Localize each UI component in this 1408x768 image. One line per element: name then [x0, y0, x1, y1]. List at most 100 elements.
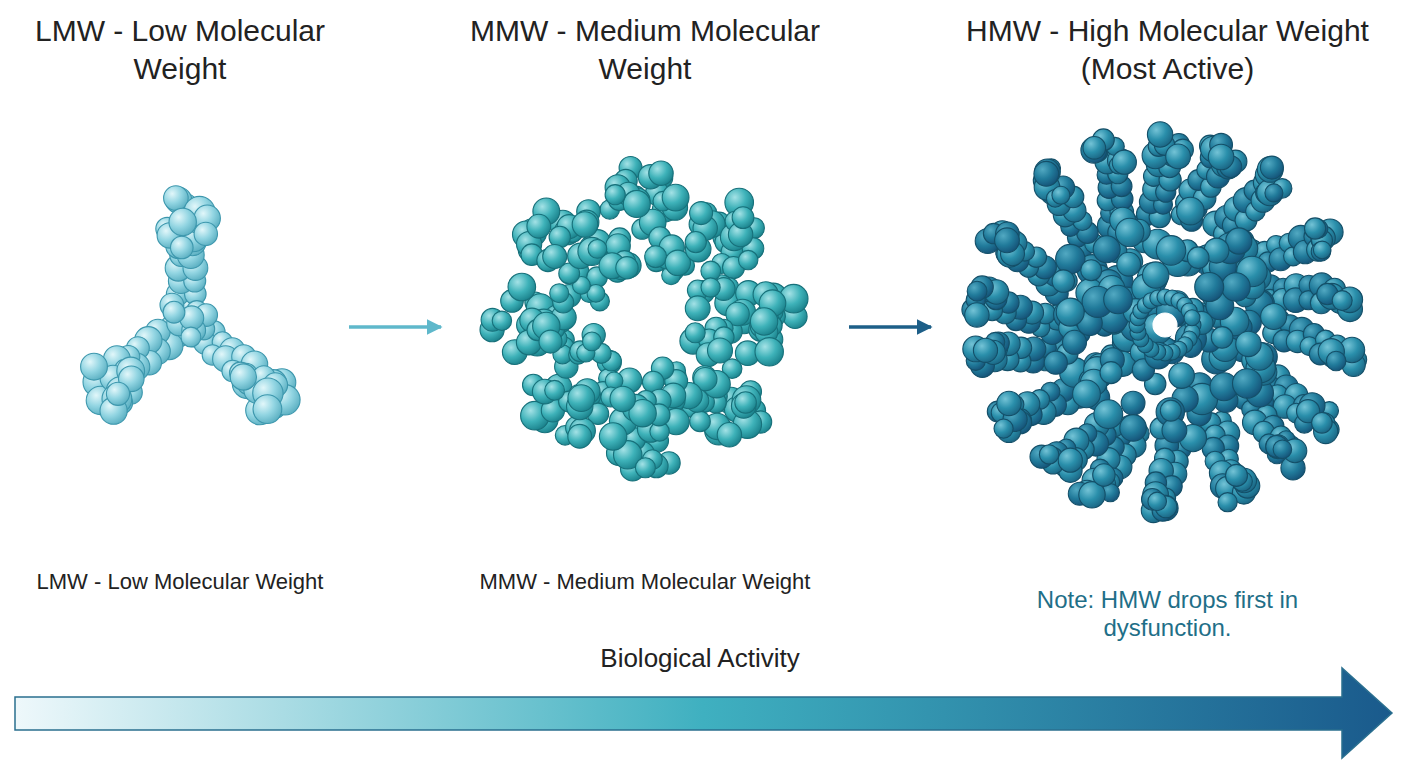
protein-sphere	[732, 207, 754, 229]
protein-sphere	[1257, 157, 1283, 183]
protein-sphere	[583, 332, 602, 351]
protein-sphere	[685, 323, 705, 343]
protein-sphere	[1236, 331, 1261, 356]
protein-sphere	[1148, 492, 1167, 511]
protein-sphere	[1195, 273, 1224, 302]
protein-sphere	[1273, 440, 1292, 459]
protein-sphere	[1261, 304, 1287, 330]
protein-sphere	[997, 391, 1021, 415]
protein-sphere	[610, 386, 635, 411]
protein-sphere	[1116, 218, 1144, 246]
protein-sphere	[1311, 242, 1330, 261]
protein-sphere	[1083, 137, 1106, 160]
protein-sphere	[1226, 228, 1252, 254]
protein-sphere	[106, 382, 129, 405]
protein-sphere	[572, 212, 598, 238]
protein-sphere	[755, 338, 783, 366]
protein-sphere	[171, 236, 194, 259]
protein-sphere	[701, 278, 720, 297]
protein-sphere	[1044, 351, 1067, 374]
molecule-panel: MMW - Medium Molecular WeightMMW - Mediu…	[445, 12, 845, 632]
protein-sphere	[1305, 218, 1326, 239]
molecule-heading: MMW - Medium Molecular Weight	[445, 12, 845, 88]
protein-sphere	[635, 458, 655, 478]
protein-sphere	[1260, 156, 1283, 179]
sphere-clusters	[81, 122, 1367, 523]
protein-sphere	[568, 385, 595, 412]
protein-sphere	[1265, 184, 1283, 202]
protein-sphere	[1166, 144, 1191, 169]
protein-sphere	[1120, 415, 1147, 442]
protein-sphere	[605, 185, 625, 205]
molecule-caption: MMW - Medium Molecular Weight	[445, 569, 845, 595]
protein-sphere	[1162, 418, 1187, 443]
protein-sphere	[568, 424, 592, 448]
protein-sphere	[717, 423, 741, 447]
protein-sphere	[995, 228, 1020, 253]
protein-sphere	[649, 161, 673, 185]
protein-sphere	[1052, 270, 1074, 292]
progression-arrow	[349, 325, 441, 329]
protein-sphere	[1184, 310, 1200, 326]
protein-sphere	[1081, 260, 1102, 281]
protein-sphere	[1034, 161, 1059, 186]
protein-sphere	[181, 327, 201, 347]
protein-sphere	[1332, 291, 1352, 311]
activity-gradient-arrow	[15, 668, 1392, 758]
protein-sphere	[588, 240, 607, 259]
molecule-heading: LMW - Low Molecular Weight	[15, 12, 345, 88]
axis-label: Biological Activity	[600, 643, 799, 673]
protein-sphere	[623, 191, 650, 218]
protein-sphere	[1104, 285, 1133, 314]
protein-sphere	[690, 202, 713, 225]
protein-sphere	[81, 353, 108, 380]
protein-sphere	[253, 395, 282, 424]
protein-sphere	[690, 411, 711, 432]
protein-sphere	[1147, 122, 1172, 147]
protein-sphere	[965, 303, 989, 327]
protein-sphere	[1169, 363, 1195, 389]
protein-sphere	[1222, 273, 1251, 302]
protein-sphere	[1218, 493, 1237, 512]
protein-sphere	[492, 311, 511, 330]
protein-sphere	[163, 301, 185, 323]
protein-sphere	[685, 232, 706, 253]
protein-sphere	[1187, 247, 1209, 269]
molecule-panel: HMW - High Molecular Weight (Most Active…	[935, 12, 1400, 632]
protein-sphere	[1208, 144, 1234, 170]
protein-sphere	[599, 423, 626, 450]
protein-sphere	[1177, 197, 1205, 225]
protein-sphere	[1039, 445, 1058, 464]
protein-sphere	[623, 191, 649, 217]
note-text: Note: HMW drops first in dysfunction.	[1023, 586, 1313, 642]
protein-sphere	[1121, 391, 1145, 415]
protein-sphere	[1100, 362, 1122, 384]
protein-sphere	[1160, 400, 1181, 421]
protein-sphere	[1326, 351, 1346, 371]
protein-sphere	[527, 214, 551, 238]
protein-sphere	[1117, 252, 1141, 276]
protein-sphere	[616, 257, 638, 279]
protein-sphere	[645, 246, 667, 268]
protein-sphere	[1156, 236, 1186, 266]
protein-sphere	[230, 364, 256, 390]
protein-sphere	[543, 245, 567, 269]
protein-sphere	[685, 296, 710, 321]
protein-sphere	[539, 330, 562, 353]
protein-sphere	[545, 380, 565, 400]
protein-sphere	[739, 250, 758, 269]
protein-sphere	[508, 273, 536, 301]
protein-sphere	[1233, 369, 1262, 398]
molecule-caption: LMW - Low Molecular Weight	[15, 569, 345, 595]
protein-sphere	[1093, 464, 1115, 486]
protein-sphere	[1052, 186, 1070, 204]
protein-sphere	[169, 208, 196, 235]
protein-sphere	[1094, 400, 1123, 429]
protein-sphere	[973, 338, 997, 362]
protein-sphere	[750, 308, 777, 335]
protein-sphere	[967, 281, 987, 301]
protein-sphere	[1313, 241, 1331, 259]
protein-sphere	[1056, 298, 1084, 326]
protein-sphere	[1081, 137, 1107, 163]
